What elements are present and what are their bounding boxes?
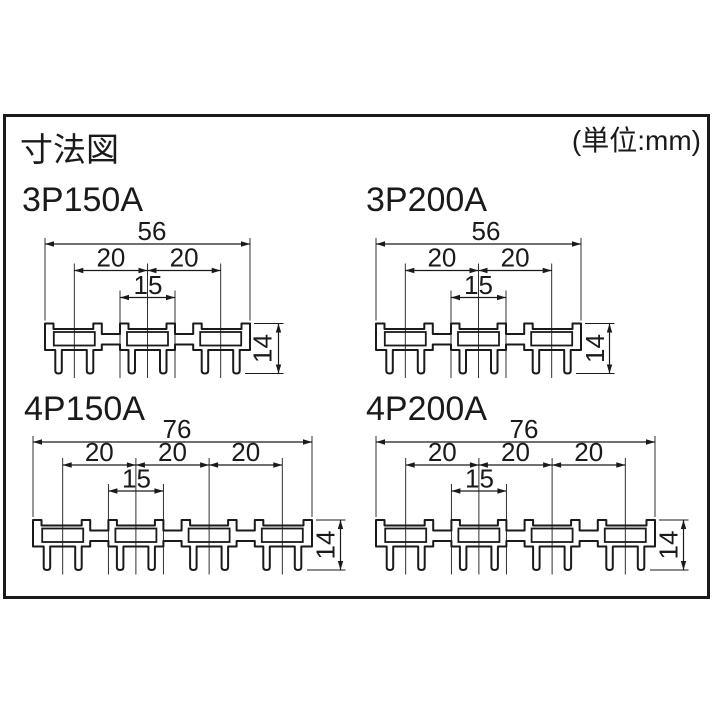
arrowhead	[451, 488, 461, 494]
overall-dim-value: 56	[472, 216, 501, 246]
overall-dim-value: 76	[510, 414, 539, 444]
arrowhead	[552, 462, 562, 468]
unit-note: (単位:mm)	[572, 125, 701, 156]
arrowhead	[275, 323, 282, 333]
arrowhead	[166, 294, 175, 301]
drawing-frame	[3, 114, 710, 599]
busbar-profile-outline	[32, 519, 313, 571]
profile-and-dimension-geometry	[375, 238, 615, 378]
diagram-label: 4P150A	[24, 390, 145, 428]
diagram-4p200a: 4P200A 76 20 20 20 15 14	[366, 390, 689, 575]
arrowhead	[478, 267, 488, 274]
block-width-dim-value: 15	[465, 464, 494, 494]
diagram-3p150a: 3P150A 56 20 20 15 14	[22, 181, 284, 378]
arrowhead	[616, 462, 626, 468]
height-dim-value: 14	[311, 531, 341, 560]
arrowhead	[376, 241, 385, 247]
pitch-dim-value: 20	[574, 437, 603, 467]
arrowhead	[542, 267, 552, 274]
height-dim-value: 14	[248, 334, 278, 363]
arrowhead	[606, 323, 613, 333]
diagram-label: 4P200A	[366, 390, 487, 428]
arrowhead	[469, 267, 479, 274]
profile-and-dimension-geometry	[44, 238, 284, 378]
arrowhead	[62, 462, 72, 468]
arrowhead	[211, 267, 221, 274]
pitch-dim-value: 20	[501, 243, 530, 273]
arrowhead	[376, 439, 385, 445]
arrowhead	[241, 241, 250, 247]
arrowhead	[478, 462, 488, 468]
arrowhead	[337, 520, 344, 529]
arrowhead	[572, 241, 581, 247]
arrowhead	[680, 520, 687, 529]
arrowhead	[646, 439, 655, 445]
arrowhead	[405, 267, 415, 274]
pitch-dim-value: 20	[85, 437, 114, 467]
pitch-dim-value: 20	[158, 437, 187, 467]
height-dim-value: 14	[654, 531, 684, 560]
arrowhead	[108, 488, 118, 494]
arrowhead	[606, 364, 613, 374]
diagram-4p150a: 4P150A 76 20 20 20 15 14	[24, 390, 346, 575]
block-width-dim-value: 15	[464, 270, 493, 300]
arrowhead	[209, 462, 219, 468]
diagram-3p200a: 3P200A 56 20 20 15 14	[366, 181, 615, 378]
arrowhead	[273, 462, 283, 468]
profile-and-dimension-geometry	[32, 436, 346, 575]
arrowhead	[74, 267, 84, 274]
arrowhead	[497, 488, 507, 494]
arrowhead	[405, 462, 415, 468]
diagram-label: 3P200A	[366, 181, 487, 219]
pitch-dim-value: 20	[428, 437, 457, 467]
diagram-label: 3P150A	[22, 181, 143, 219]
pitch-dim-value: 20	[427, 243, 456, 273]
arrowhead	[680, 561, 687, 570]
block-width-dim-value: 15	[122, 464, 151, 494]
arrowhead	[45, 241, 54, 247]
overall-dim-value: 76	[163, 414, 192, 444]
arrowhead	[451, 294, 460, 301]
arrowhead	[275, 364, 282, 374]
arrowhead	[200, 462, 210, 468]
arrowhead	[33, 439, 42, 445]
arrowhead	[497, 294, 506, 301]
arrowhead	[120, 294, 129, 301]
arrowhead	[303, 439, 312, 445]
block-width-dim-value: 15	[134, 270, 163, 300]
profile-and-dimension-geometry	[375, 436, 689, 575]
arrowhead	[126, 462, 136, 468]
arrowhead	[147, 267, 157, 274]
arrowhead	[543, 462, 553, 468]
pitch-dim-value: 20	[96, 243, 125, 273]
overall-dim-value: 56	[138, 216, 167, 246]
busbar-profile-outline	[375, 519, 656, 571]
pitch-dim-value: 20	[170, 243, 199, 273]
pitch-dim-value: 20	[231, 437, 260, 467]
arrowhead	[135, 462, 145, 468]
height-dim-value: 14	[580, 334, 610, 363]
arrowhead	[469, 462, 479, 468]
arrowhead	[154, 488, 164, 494]
page-title: 寸法図	[20, 131, 119, 168]
pitch-dim-value: 20	[501, 437, 530, 467]
arrowhead	[337, 561, 344, 570]
arrowhead	[138, 267, 148, 274]
